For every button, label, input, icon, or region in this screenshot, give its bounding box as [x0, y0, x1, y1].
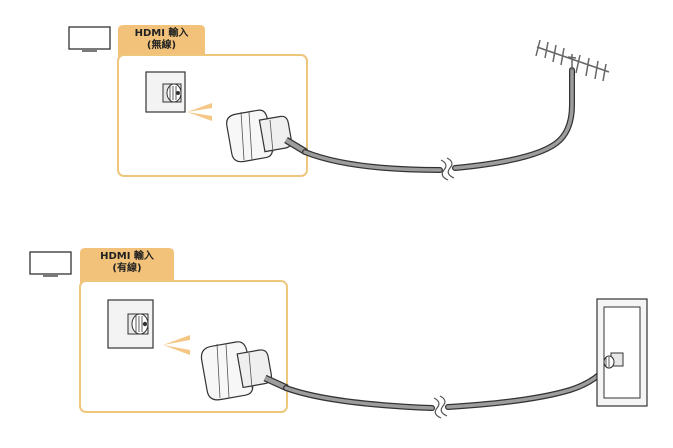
- cable: [302, 67, 575, 181]
- tab-background: [80, 248, 174, 284]
- tab-background: [118, 25, 205, 59]
- tv-icon: [29, 251, 72, 277]
- cable-break-icon: [433, 395, 448, 419]
- tab-label-line2: (有線): [112, 263, 142, 274]
- arrow-right-icon: [187, 103, 212, 121]
- arrow-right-icon: [163, 335, 190, 355]
- coax-port-icon: [145, 71, 186, 113]
- antenna-icon: [535, 39, 610, 82]
- coax-port-icon: [107, 299, 154, 349]
- panel-wall-outlet: [29, 248, 648, 419]
- tab-label-antenna: HDMI 輸入 (無線): [118, 28, 205, 52]
- wall-outlet-icon: [596, 298, 648, 407]
- coax-connector-icon: [226, 109, 308, 163]
- panel-antenna: [68, 25, 610, 181]
- tab-label-line1: HDMI 輸入: [134, 28, 189, 39]
- tab-label-line1: HDMI 輸入: [100, 251, 154, 262]
- cable: [283, 367, 607, 419]
- tab-label-wall-outlet: HDMI 輸入 (有線): [80, 251, 174, 275]
- coax-connector-icon: [200, 341, 289, 401]
- tab-label-line2: (無線): [146, 40, 177, 51]
- tv-icon: [68, 26, 111, 52]
- cable-break-icon: [440, 157, 455, 181]
